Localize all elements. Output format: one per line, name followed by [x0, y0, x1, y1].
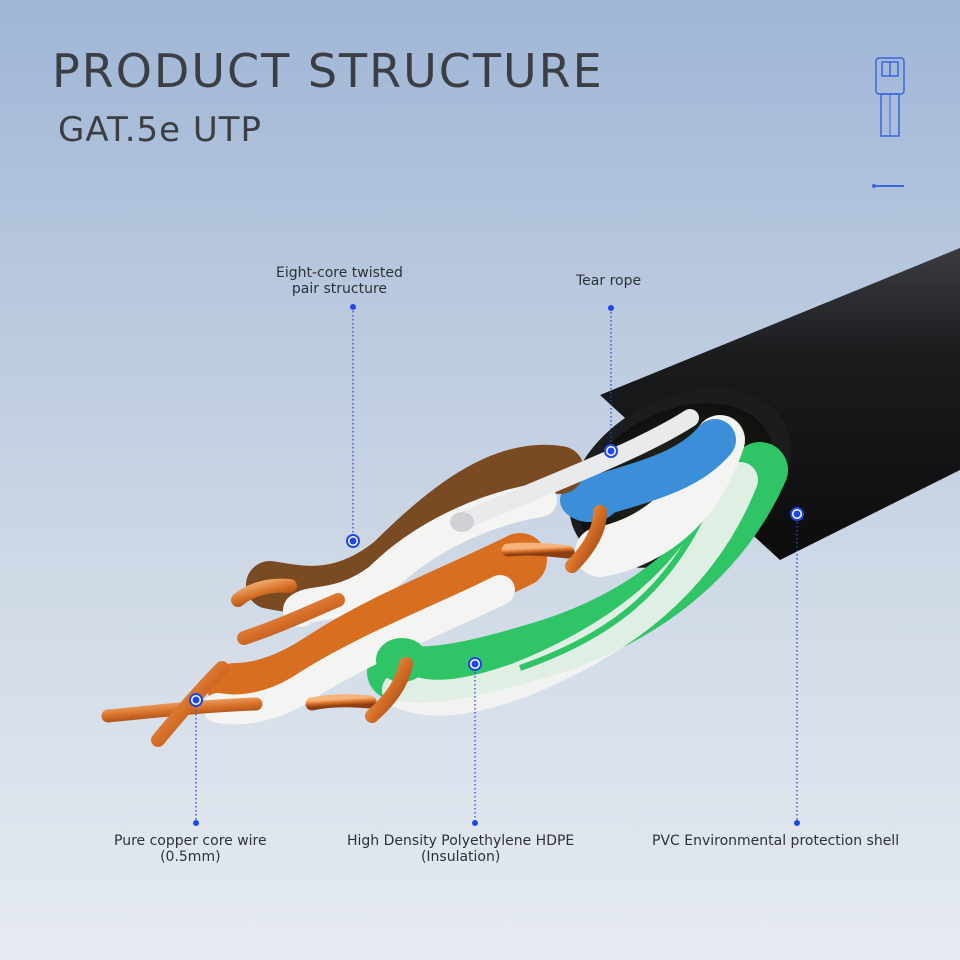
- tear-rope: [450, 409, 699, 532]
- label-tear-rope: Tear rope: [576, 273, 642, 289]
- rj45-connector-icon: [872, 57, 905, 188]
- page-title: PRODUCT STRUCTURE: [52, 44, 604, 98]
- label-hdpe: High Density Polyethylene HDPE (Insulati…: [347, 833, 575, 865]
- green-pair: [367, 442, 788, 716]
- label-pvc-shell: PVC Environmental protection shell: [652, 833, 900, 849]
- label-copper-core: Pure copper core wire (0.5mm): [114, 833, 267, 865]
- blue-pair: [560, 415, 745, 577]
- leader-lines: [195, 307, 798, 822]
- copper-core-wires: [101, 505, 607, 747]
- leader-dots: [189, 304, 804, 826]
- label-eight-core: Eight-core twisted pair structure: [276, 265, 403, 297]
- page-subtitle: GAT.5e UTP: [58, 110, 263, 150]
